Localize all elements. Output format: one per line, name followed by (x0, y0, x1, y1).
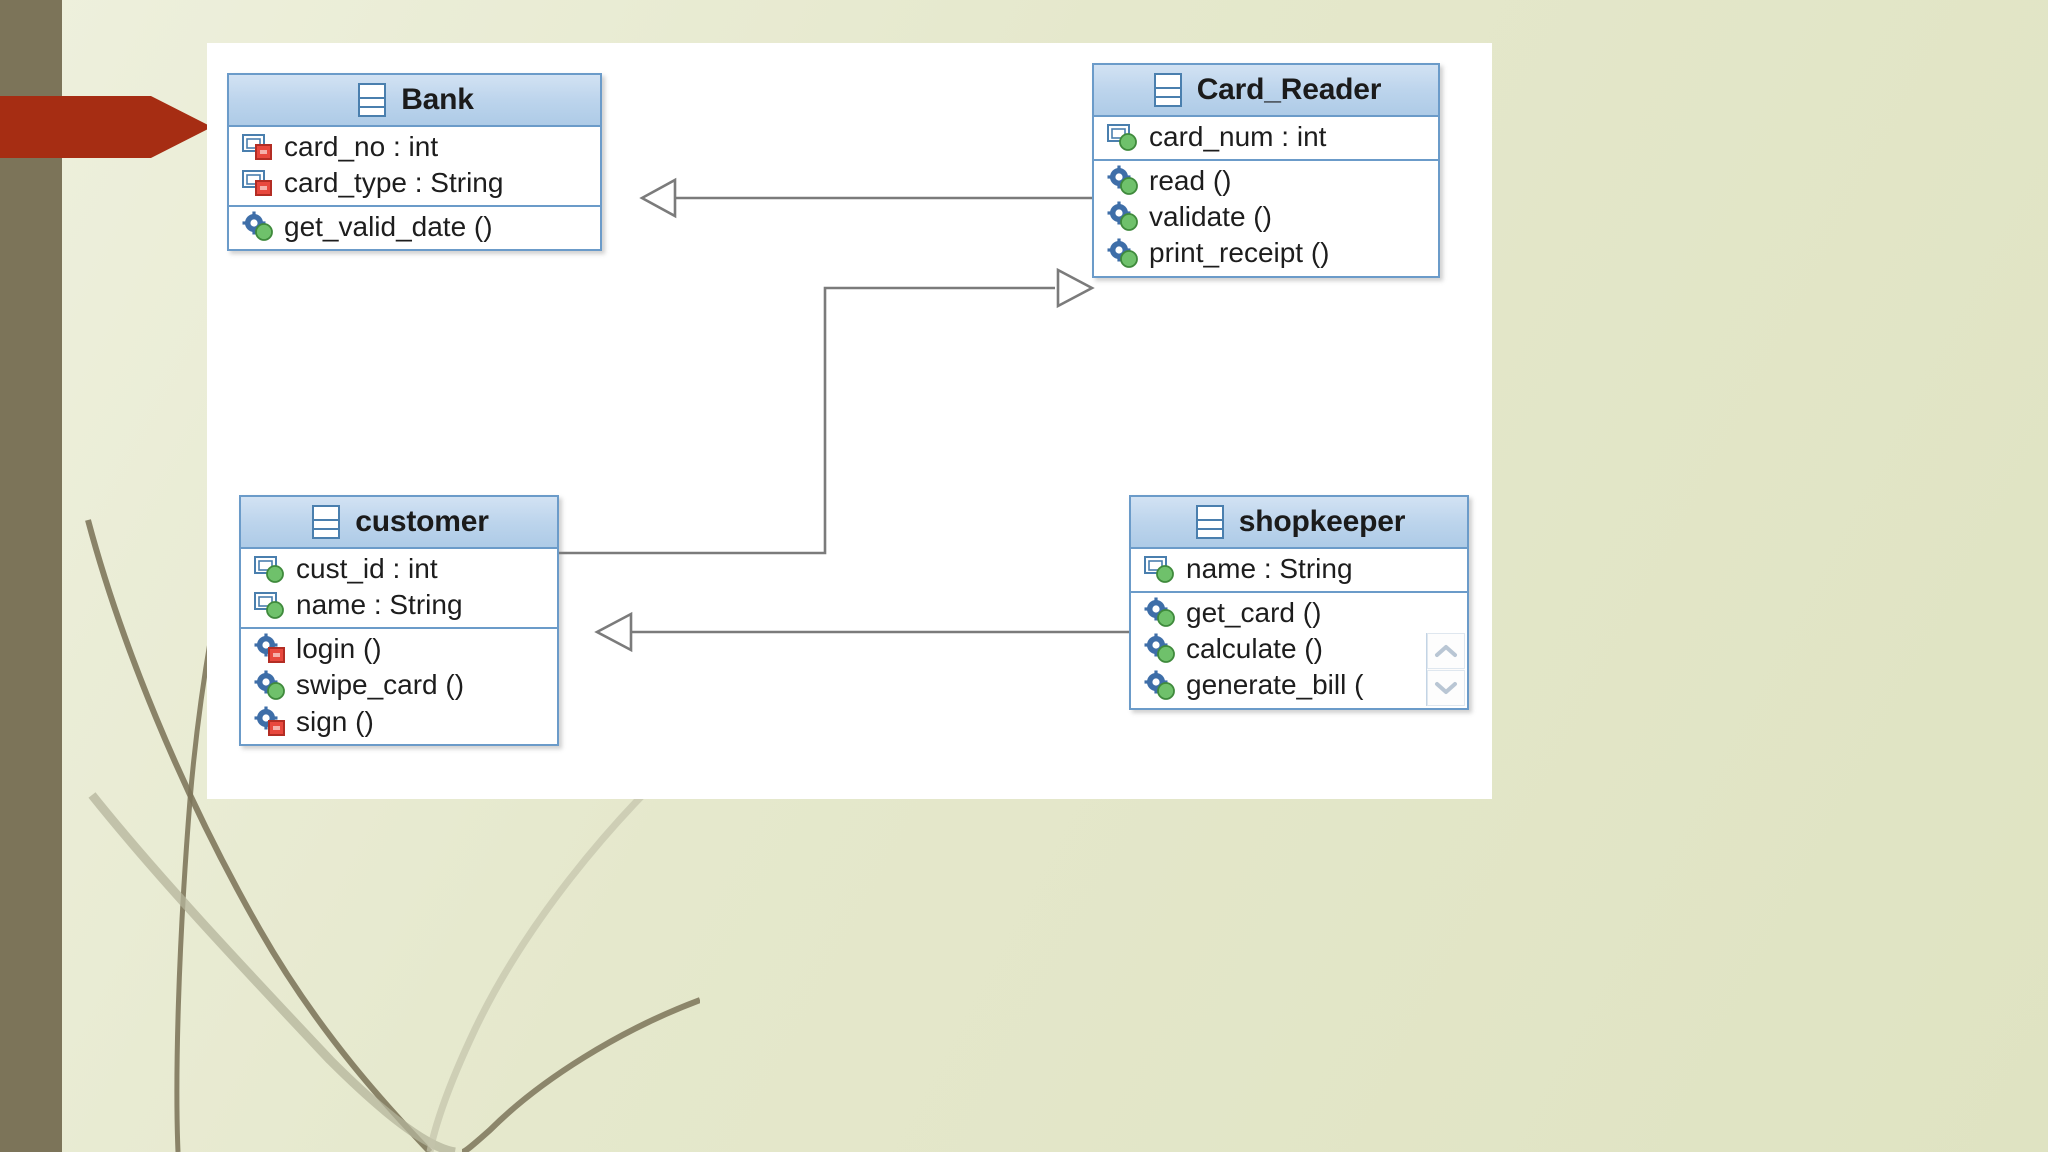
uml-attributes-card-reader: card_num : int (1094, 117, 1438, 159)
operation-public-icon (1107, 201, 1138, 232)
attribute-public-icon (254, 592, 284, 620)
uml-operation-label: swipe_card () (296, 669, 465, 701)
uml-operation-label: login () (296, 633, 382, 665)
uml-class-header-customer: customer (241, 497, 557, 549)
uml-operation-row[interactable]: calculate () (1131, 631, 1467, 667)
uml-operations-card-reader: read () validate () (1094, 159, 1438, 275)
shopkeeper-scrollbar[interactable] (1426, 633, 1465, 706)
uml-class-name-customer: customer (355, 505, 489, 538)
uml-attribute-row[interactable]: cust_id : int (241, 551, 557, 587)
uml-operation-row[interactable]: generate_bill ( (1131, 667, 1467, 703)
operation-private-icon (254, 706, 285, 736)
uml-operation-row[interactable]: read () (1094, 163, 1438, 199)
operation-public-icon (1107, 165, 1138, 196)
uml-class-name-card-reader: Card_Reader (1196, 73, 1382, 106)
class-icon (312, 505, 341, 539)
uml-attribute-row[interactable]: card_type : String (229, 165, 600, 201)
uml-class-header-card-reader: Card_Reader (1094, 65, 1438, 117)
uml-attribute-label: name : String (296, 589, 463, 621)
uml-operations-bank: get_valid_date () (229, 205, 600, 249)
operation-public-icon (1107, 238, 1138, 268)
uml-operation-label: generate_bill ( (1186, 669, 1364, 701)
uml-class-name-shopkeeper: shopkeeper (1238, 505, 1406, 538)
uml-operation-label: get_card () (1186, 597, 1322, 629)
uml-attributes-customer: cust_id : int name : String (241, 549, 557, 627)
uml-attribute-row[interactable]: card_num : int (1094, 119, 1438, 155)
chevron-down-icon (1435, 681, 1457, 694)
operation-public-icon (254, 670, 285, 700)
uml-attributes-bank: card_no : int card_type : String (229, 127, 600, 205)
operation-public-icon (1144, 633, 1175, 664)
operation-public-icon (1144, 597, 1175, 628)
attribute-public-icon (1107, 124, 1137, 151)
uml-operation-row[interactable]: validate () (1094, 199, 1438, 235)
uml-operation-row[interactable]: get_card () (1131, 595, 1467, 631)
uml-class-card-reader[interactable]: Card_Reader card_num : int (1092, 63, 1440, 278)
uml-operation-row[interactable]: login () (241, 631, 557, 667)
rel-customer-cardreader (559, 267, 1095, 555)
uml-operation-label: calculate () (1186, 633, 1323, 665)
uml-class-customer[interactable]: customer cust_id : int (239, 495, 559, 746)
uml-attribute-label: card_type : String (284, 167, 504, 199)
uml-operation-row[interactable]: print_receipt () (1094, 235, 1438, 271)
operation-public-icon (242, 211, 273, 242)
uml-operation-label: read () (1149, 165, 1232, 197)
uml-class-name-bank: Bank (401, 83, 474, 116)
scrollbar-track[interactable] (1427, 669, 1465, 670)
uml-class-header-shopkeeper: shopkeeper (1131, 497, 1467, 549)
uml-attribute-label: name : String (1186, 553, 1353, 584)
uml-operation-label: print_receipt () (1149, 237, 1330, 269)
uml-class-shopkeeper[interactable]: shopkeeper name : String (1129, 495, 1469, 710)
uml-operation-row[interactable]: get_valid_date () (229, 209, 600, 245)
attribute-public-icon (1144, 556, 1174, 583)
attribute-private-icon (242, 170, 272, 197)
uml-operation-row[interactable]: sign () (241, 704, 557, 740)
uml-operation-row[interactable]: swipe_card () (241, 667, 557, 703)
uml-operation-label: sign () (296, 705, 374, 737)
chevron-up-icon (1435, 645, 1457, 657)
class-icon (1195, 505, 1224, 539)
class-icon (358, 83, 387, 117)
uml-class-header-bank: Bank (229, 75, 600, 127)
rel-cardreader-bank (639, 177, 1092, 219)
uml-attribute-label: card_num : int (1149, 121, 1327, 152)
uml-attribute-row[interactable]: name : String (1131, 551, 1467, 587)
uml-operations-shopkeeper: get_card () calculate () (1131, 591, 1467, 707)
rel-shopkeeper-customer (594, 611, 1129, 653)
class-icon (1153, 73, 1182, 107)
uml-operations-customer: login () swipe_card () (241, 627, 557, 743)
operation-private-icon (254, 633, 285, 664)
scrollbar-down-button[interactable] (1427, 669, 1465, 706)
uml-attribute-row[interactable]: card_no : int (229, 129, 600, 165)
uml-attribute-row[interactable]: name : String (241, 587, 557, 623)
slide-left-accent-bar (0, 0, 62, 1152)
uml-attribute-label: card_no : int (284, 131, 439, 162)
diagram-canvas: Bank card_no : int (207, 43, 1492, 799)
uml-class-bank[interactable]: Bank card_no : int (227, 73, 602, 252)
uml-attribute-label: cust_id : int (296, 553, 438, 584)
uml-operation-label: get_valid_date () (284, 211, 493, 243)
uml-attributes-shopkeeper: name : String (1131, 549, 1467, 591)
uml-operation-label: validate () (1149, 201, 1272, 233)
attribute-public-icon (254, 556, 284, 583)
attribute-private-icon (242, 134, 272, 161)
scrollbar-up-button[interactable] (1427, 633, 1465, 669)
operation-public-icon (1144, 670, 1175, 700)
